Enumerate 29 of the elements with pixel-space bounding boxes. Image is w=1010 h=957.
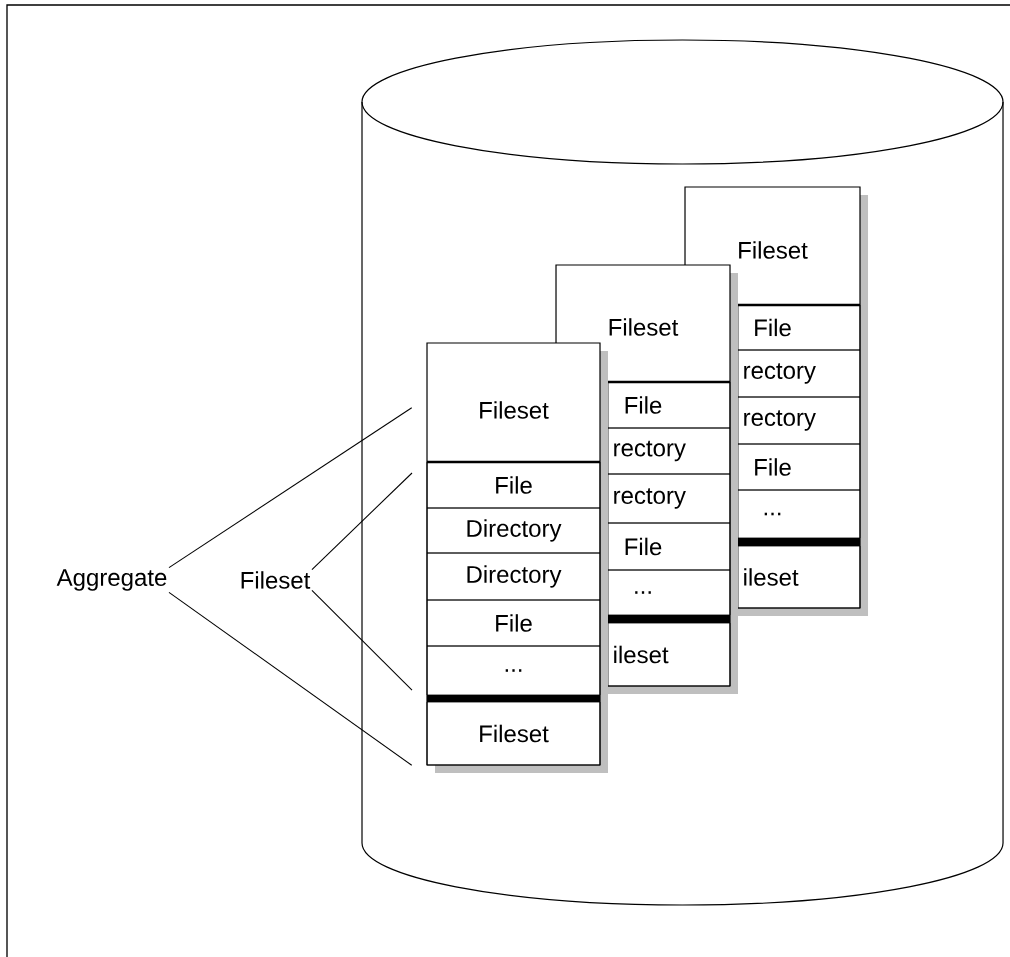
table-cell: ... xyxy=(426,645,601,696)
leader-line xyxy=(311,472,413,571)
table-cell: File xyxy=(737,443,861,491)
label: Aggregate xyxy=(56,569,167,591)
header-cell: Fileset xyxy=(609,318,679,336)
table-cell: File xyxy=(426,599,601,647)
leader-line xyxy=(168,591,413,766)
table-cell: rectory xyxy=(607,427,731,475)
table-cell: ileset xyxy=(737,545,861,609)
header-cell: Fileset xyxy=(480,401,549,419)
table-cell: rectory xyxy=(737,396,861,445)
table-cell: ... xyxy=(737,489,861,539)
label: Fileset xyxy=(241,571,311,589)
table-cell: ileset xyxy=(607,622,731,687)
table-cell: ... xyxy=(607,569,731,616)
cylinder xyxy=(361,39,1004,906)
table-cell: File xyxy=(426,461,601,509)
table-cell: rectory xyxy=(607,473,731,524)
table-cell: Fileset xyxy=(426,701,601,766)
table-cell: rectory xyxy=(737,349,861,398)
table-cell: Directory xyxy=(426,507,601,554)
leader-line xyxy=(168,407,413,569)
table-cell: Directory xyxy=(426,552,601,601)
table-cell: File xyxy=(607,522,731,571)
leader-line xyxy=(311,589,413,691)
table-cell: File xyxy=(607,381,731,429)
table-cell: File xyxy=(737,304,861,351)
stack-box xyxy=(426,342,608,773)
header-cell: Fileset xyxy=(739,241,808,259)
